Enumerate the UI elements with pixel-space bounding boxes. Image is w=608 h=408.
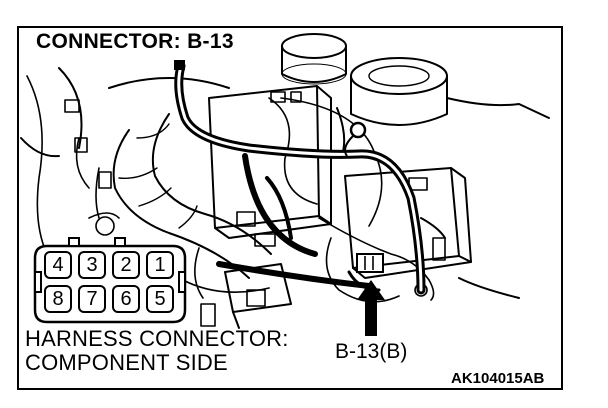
pin-label: 6 [120,287,132,310]
engine-bay-illustration [20,33,550,336]
pin-label: 8 [52,287,64,310]
pointer-arrow [357,280,385,336]
harness-label-line1: HARNESS CONNECTOR: [25,326,289,351]
harness-label-line2: COMPONENT SIDE [25,350,228,375]
lower-bracket [224,263,292,329]
pin-label: 5 [154,287,166,310]
ground-terminal [174,60,367,157]
main-harness [174,61,426,295]
pin-cell [44,285,72,313]
pin-cell [112,285,140,313]
figure-code: AK104015AB [451,370,545,387]
relay-box [208,85,332,239]
pin-label: 3 [86,253,98,276]
pin-label: 2 [120,253,132,276]
pin-cell [78,285,106,313]
pin-cell [146,251,174,279]
connector-callout: B-13(B) [335,340,408,363]
pin-cell [112,251,140,279]
connector-title: CONNECTOR: B-13 [33,30,237,54]
pin-label: 4 [52,253,64,276]
pin-label: 1 [154,253,166,276]
pin-cell [44,251,72,279]
connector-face [33,237,187,324]
reservoir-cap-back [281,33,347,85]
corrugated-hose [112,113,272,279]
pin-cell [78,251,106,279]
reservoir-cap-right [336,57,550,159]
illustration-frame: CONNECTOR: B-13 4 3 2 1 8 7 6 5 HARNESS … [17,26,563,390]
b13-connector [356,253,384,273]
pin-cell [146,285,174,313]
pin-label: 7 [86,287,98,310]
